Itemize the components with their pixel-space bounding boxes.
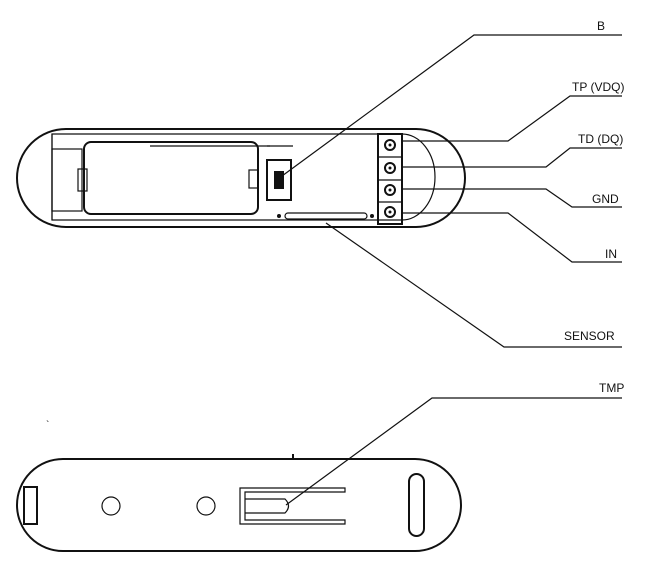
label-sensor: SENSOR	[564, 329, 615, 343]
housing-bottom-outline	[16, 458, 462, 552]
leader-lines-top	[281, 34, 622, 348]
label-tp: TP (VDQ)	[572, 80, 624, 94]
label-tmp: TMP	[599, 381, 624, 395]
label-td: TD (DQ)	[578, 132, 623, 146]
jumper-b	[266, 145, 293, 201]
leader-gnd	[402, 188, 622, 208]
label-gnd: GND	[592, 192, 619, 206]
device-bottom-view	[16, 454, 462, 552]
terminal-screw-in	[384, 206, 396, 218]
battery-holder	[51, 141, 270, 215]
label-b: B	[597, 19, 605, 33]
leader-in	[402, 212, 622, 263]
terminal-screw-tp	[384, 139, 396, 151]
terminal-block	[377, 133, 403, 225]
leader-tp	[402, 95, 622, 142]
leader-tmp	[285, 397, 622, 506]
leader-sensor	[325, 222, 622, 348]
reed-sensor	[277, 212, 374, 220]
right-slot	[408, 473, 425, 537]
mount-hole-left	[101, 496, 121, 516]
device-top-view	[16, 128, 466, 228]
leader-b	[281, 34, 622, 177]
label-in: IN	[605, 247, 617, 261]
leader-td	[402, 147, 622, 168]
mount-hole-right	[196, 496, 216, 516]
left-slot	[23, 486, 38, 525]
housing-top-outline	[16, 128, 466, 228]
tamper-switch	[239, 487, 346, 525]
terminal-screw-td	[384, 162, 396, 174]
housing-inner-frame	[51, 133, 436, 221]
terminal-screw-gnd	[384, 184, 396, 196]
svg-text:`: `	[46, 419, 49, 431]
